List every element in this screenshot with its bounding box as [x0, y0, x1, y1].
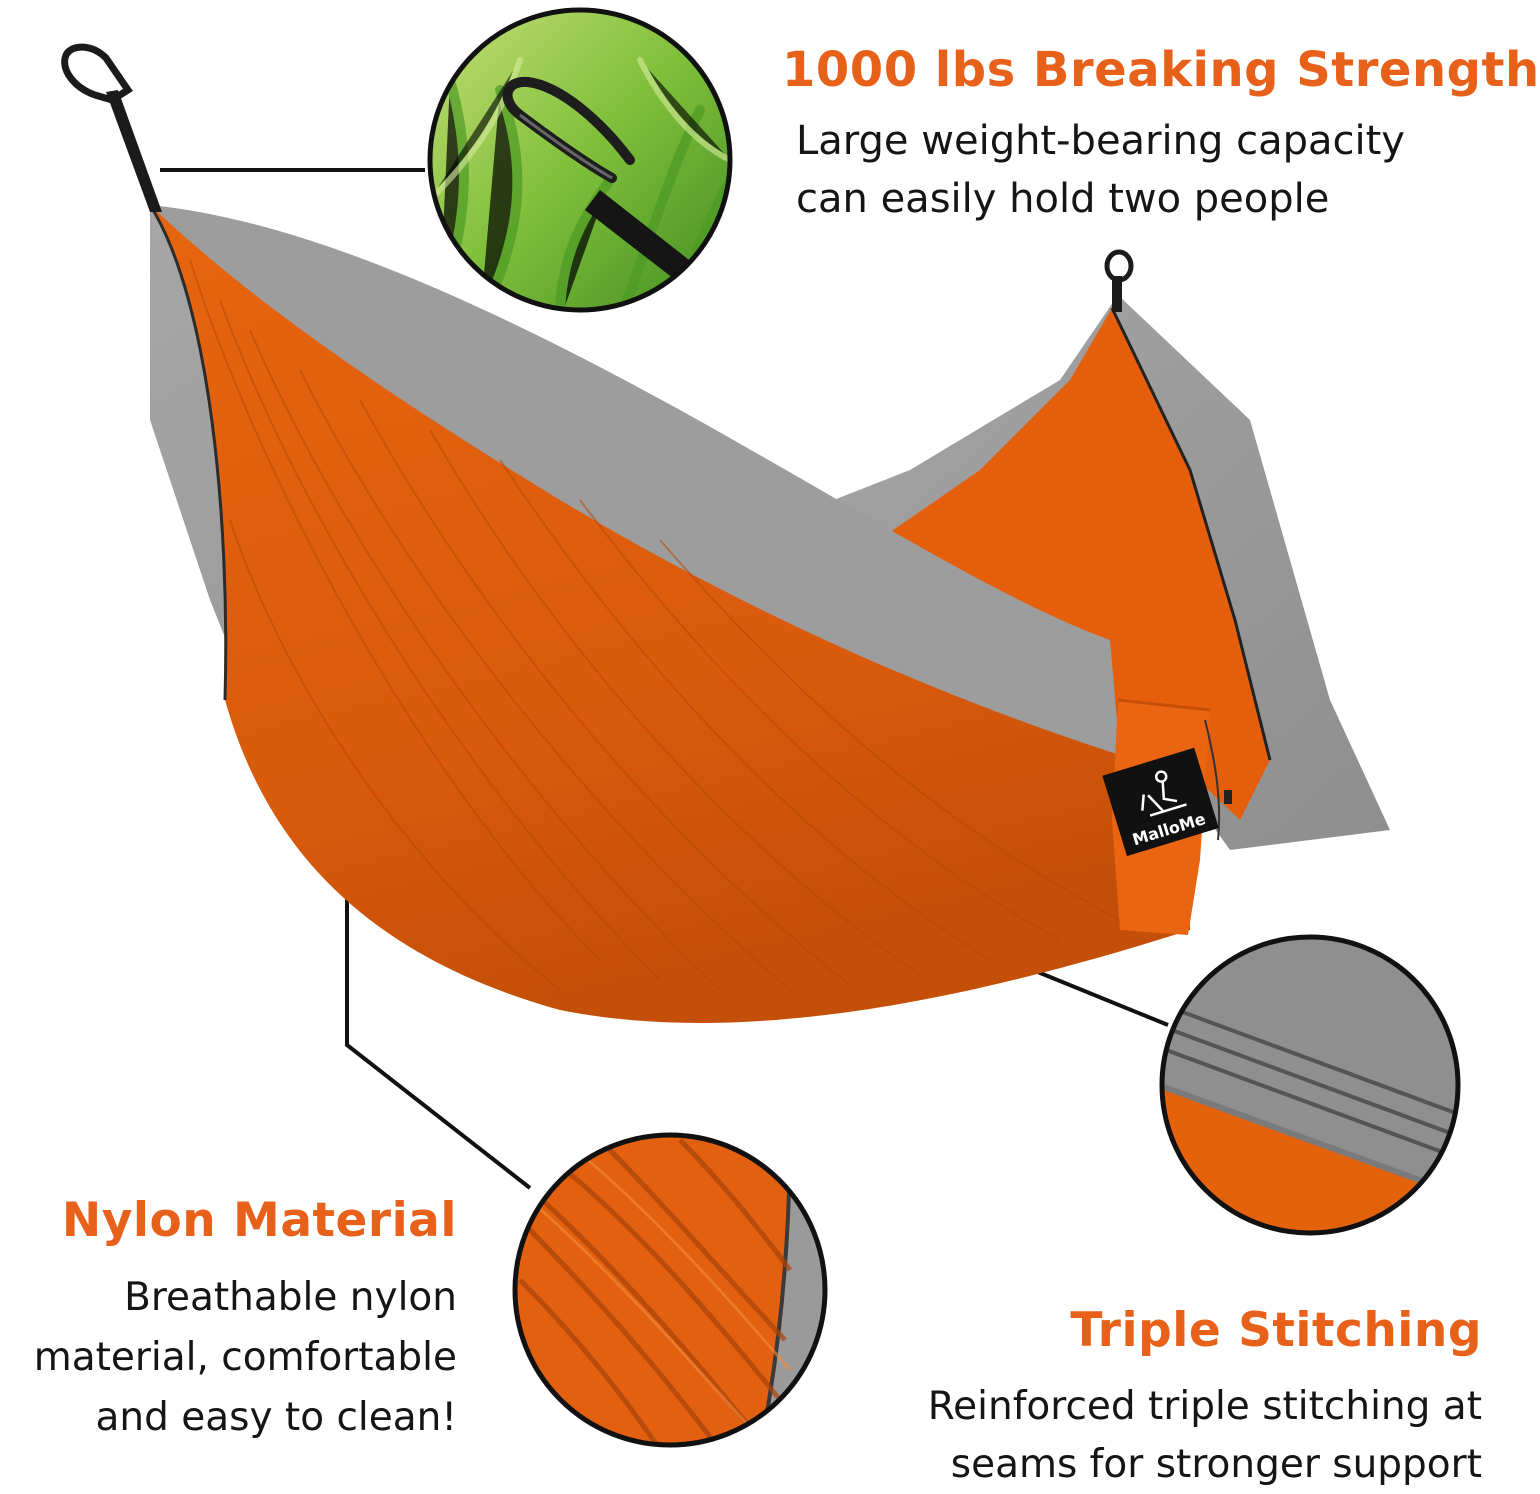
description-line: Reinforced triple stitching at — [927, 1384, 1482, 1429]
hammock-illustration: MalloMe — [61, 7, 1461, 1448]
description-line: material, comfortable — [33, 1335, 457, 1380]
product-infographic: MalloMe — [33, 7, 1540, 1494]
zoom-circle-stitching — [1159, 934, 1461, 1236]
feature-title-nylon-material: Nylon Material — [61, 1193, 457, 1248]
hammock-main-body — [148, 204, 1232, 1023]
hammock-far-end — [770, 249, 1390, 850]
description-line: can easily hold two people — [796, 176, 1330, 222]
zoom-circle-nylon — [512, 1132, 828, 1448]
near-strap — [61, 43, 162, 212]
feature-title-breaking-strength: 1000 lbs Breaking Strength — [782, 42, 1540, 98]
brand-patch: MalloMe — [1102, 747, 1219, 857]
feature-description-triple-stitching: Reinforced triple stitching at seams for… — [928, 1378, 1482, 1494]
feature-title-triple-stitching: Triple Stitching — [1070, 1303, 1482, 1358]
description-line: seams for stronger support — [950, 1442, 1482, 1487]
camp-chair-logo-icon — [1141, 770, 1187, 817]
feature-description-nylon-material: Breathable nylon material, comfortable a… — [34, 1268, 457, 1448]
description-line: and easy to clean! — [95, 1395, 457, 1440]
description-line: Large weight-bearing capacity — [796, 118, 1405, 164]
description-line: Breathable nylon — [124, 1275, 457, 1320]
feature-description-breaking-strength: Large weight-bearing capacity can easily… — [796, 112, 1405, 228]
zoom-circle-carabiner — [427, 7, 733, 313]
